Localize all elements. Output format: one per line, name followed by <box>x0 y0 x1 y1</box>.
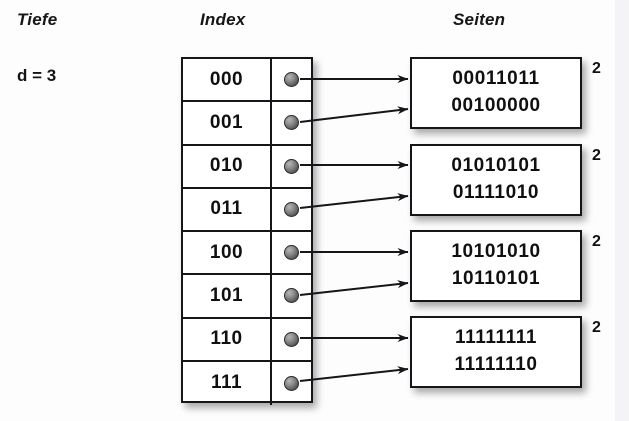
table-row[interactable]: 101 <box>183 275 311 319</box>
index-key: 011 <box>183 188 272 230</box>
index-key: 101 <box>183 275 272 317</box>
arrow-101 <box>299 280 409 296</box>
index-pointer-cell[interactable] <box>272 275 311 316</box>
index-key: 001 <box>183 102 272 144</box>
arrow-111 <box>299 366 409 382</box>
bullet-icon <box>284 245 299 261</box>
table-row[interactable]: 000 <box>183 59 311 103</box>
index-key: 010 <box>183 145 272 187</box>
bullet-icon <box>284 158 299 174</box>
table-row[interactable]: 001 <box>183 102 311 146</box>
page-record: 01010101 <box>451 155 541 177</box>
page-box[interactable]: 11111111 11111110 <box>410 316 582 388</box>
page-record: 10110101 <box>451 268 541 289</box>
page-box[interactable]: 00011011 00100000 <box>410 57 582 129</box>
right-edge-strip <box>615 0 629 421</box>
page-record: 10101010 <box>451 241 541 263</box>
arrow-001 <box>299 106 409 123</box>
page-box[interactable]: 01010101 01111010 <box>410 144 582 216</box>
index-pointer-cell[interactable] <box>272 146 311 187</box>
index-pointer-cell[interactable] <box>272 102 311 143</box>
index-table: 000 001 010 011 100 <box>181 57 313 405</box>
page-record: 11111110 <box>454 354 538 375</box>
page-record: 01111010 <box>452 182 540 203</box>
bullet-icon <box>284 115 299 131</box>
column-heading-depth: Tiefe <box>17 10 58 29</box>
table-row[interactable]: 111 <box>183 361 311 405</box>
table-row[interactable]: 110 <box>183 318 311 362</box>
column-heading-pages: Seiten <box>453 10 506 29</box>
arrow-011 <box>299 193 409 209</box>
bullet-icon <box>284 201 299 217</box>
page-record: 11111111 <box>455 327 537 349</box>
table-row[interactable]: 100 <box>183 232 311 276</box>
page-count-badge: 2 <box>592 60 601 77</box>
bullet-icon <box>284 375 299 391</box>
page-record: 00011011 <box>452 68 540 90</box>
index-key: 100 <box>183 232 272 274</box>
page-count-badge: 2 <box>592 233 601 250</box>
bullet-icon <box>284 331 299 347</box>
page-box[interactable]: 10101010 10110101 <box>410 230 582 302</box>
index-key: 111 <box>183 361 272 405</box>
depth-value-label: d = 3 <box>17 66 57 85</box>
table-row[interactable]: 010 <box>183 145 311 189</box>
index-key: 110 <box>183 318 272 360</box>
bullet-icon <box>284 72 299 88</box>
table-row[interactable]: 011 <box>183 188 311 232</box>
page-count-badge: 2 <box>592 319 601 336</box>
bullet-icon <box>284 288 299 304</box>
index-pointer-cell[interactable] <box>272 319 311 360</box>
index-pointer-cell[interactable] <box>272 362 311 405</box>
index-key: 000 <box>183 59 272 101</box>
page-record: 00100000 <box>451 95 541 116</box>
index-pointer-cell[interactable] <box>272 59 311 100</box>
index-pointer-cell[interactable] <box>272 232 311 273</box>
index-pointer-cell[interactable] <box>272 189 311 230</box>
page-count-badge: 2 <box>592 147 601 164</box>
column-heading-index: Index <box>200 10 246 29</box>
